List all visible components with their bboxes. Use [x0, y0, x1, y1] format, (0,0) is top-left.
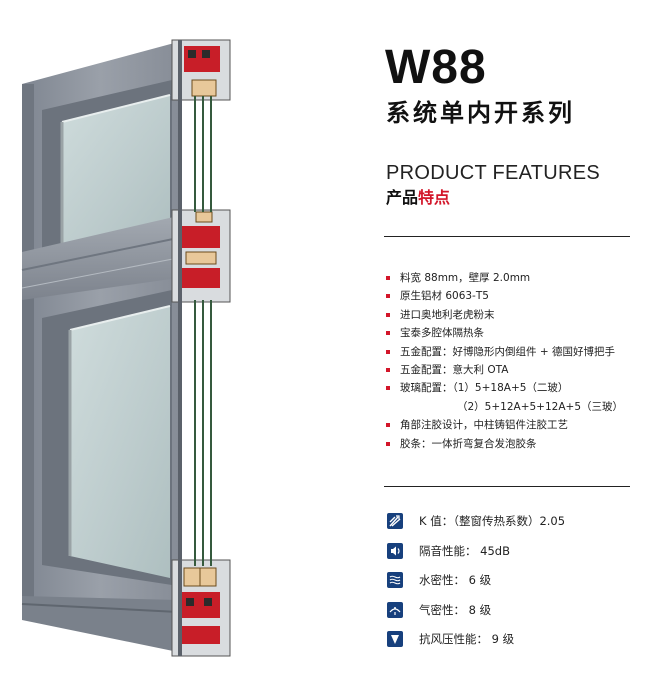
features-heading-highlight: 特点	[418, 188, 451, 207]
bullet-square-icon	[386, 312, 390, 317]
feature-item: 进口奥地利老虎粉末	[386, 306, 636, 324]
performance-item: 气密性： 8 级	[386, 601, 636, 632]
model-title: W88	[385, 41, 487, 94]
bullet-square-icon	[386, 423, 390, 428]
feature-item: 五金配置：好博隐形内倒组件 + 德国好博把手	[386, 343, 636, 361]
upper-glass	[62, 95, 170, 243]
feature-item: 五金配置：意大利 OTA	[386, 361, 636, 379]
bullet-square-icon	[386, 294, 390, 299]
feature-item-continuation: （2）5+12A+5+12A+5（三玻）	[457, 400, 624, 413]
bullet-square-icon	[386, 367, 390, 372]
window-section-illustration	[21, 39, 231, 657]
bullet-square-icon	[386, 386, 390, 391]
sound-icon	[387, 542, 403, 559]
feature-item: 玻璃配置：（1）5+18A+5（二玻）	[386, 379, 636, 397]
performance-item: K 值：（整窗传热系数）2.05	[386, 513, 636, 543]
performance-item: 抗风压性能： 9 级	[386, 631, 636, 661]
performance-list: K 值：（整窗传热系数）2.05 隔音性能： 45dB 水密性： 6 级 气密性…	[386, 513, 636, 661]
heat-transfer-icon	[387, 513, 403, 529]
performance-item: 隔音性能： 45dB	[386, 542, 636, 573]
performance-item: 水密性： 6 级	[386, 572, 636, 602]
divider-top	[384, 236, 630, 237]
glass-panes-section	[194, 96, 212, 566]
feature-list: 料宽 88mm，壁厚 2.0mm 原生铝材 6063-T5 进口奥地利老虎粉末 …	[386, 269, 636, 453]
lower-glass	[70, 306, 170, 578]
feature-item: 宝泰多腔体隔热条	[386, 324, 636, 342]
divider-bottom	[384, 486, 630, 487]
feature-item: 原生铝材 6063-T5	[386, 287, 636, 305]
bullet-square-icon	[386, 276, 390, 280]
features-heading-prefix: 产品	[386, 188, 419, 207]
bullet-square-icon	[386, 349, 390, 354]
feature-item: 胶条：一体折弯复合发泡胶条	[386, 435, 636, 453]
feature-item: 角部注胶设计，中柱铸铝件注胶工艺	[386, 416, 636, 434]
bullet-square-icon	[386, 331, 390, 336]
features-heading-english: PRODUCT FEATURES	[386, 162, 601, 184]
series-title: 系统单内开系列	[386, 99, 575, 127]
bullet-square-icon	[386, 441, 390, 446]
transom-rail	[22, 216, 178, 300]
features-heading-chinese: 产品特点	[386, 190, 450, 206]
wind-pressure-icon	[387, 631, 403, 647]
feature-item: 料宽 88mm，壁厚 2.0mm	[386, 269, 636, 287]
air-tightness-icon	[387, 601, 403, 618]
water-tightness-icon	[387, 572, 403, 588]
